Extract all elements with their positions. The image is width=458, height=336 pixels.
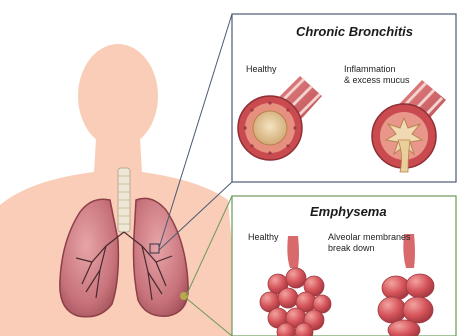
bronchitis-inflamed-label-line1: Inflammation <box>344 64 396 75</box>
head-shape <box>78 44 158 148</box>
bronchitis-healthy-label: Healthy <box>246 64 277 75</box>
emphysema-healthy-label: Healthy <box>248 232 279 243</box>
emphysema-title: Emphysema <box>310 204 387 219</box>
bronchitis-title: Chronic Bronchitis <box>296 24 413 39</box>
bronchitis-inflamed-label-line2: & excess mucus <box>344 75 410 86</box>
emphysema-damaged-label-line2: break down <box>328 243 375 254</box>
emphysema-damaged-label-line1: Alveolar membranes <box>328 232 411 243</box>
